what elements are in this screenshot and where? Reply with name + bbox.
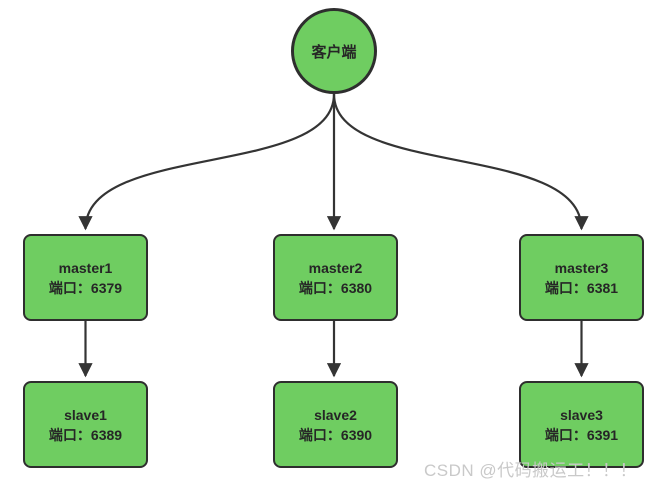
- master1-node-name: master1: [58, 259, 113, 276]
- slave3-node-name: slave3: [560, 406, 603, 423]
- edge-client-to-master3-arrow: [332, 93, 589, 231]
- master1-node-port: 端口：6379: [48, 279, 123, 296]
- client-node: 客户端: [291, 8, 377, 94]
- master3-node-port: 端口：6381: [544, 279, 619, 296]
- slave1-node-port: 端口：6389: [48, 426, 123, 443]
- master2-node: master2 端口：6380: [273, 234, 398, 321]
- watermark: CSDN @代码搬运工！！！: [424, 461, 638, 480]
- edge-client-to-master1-arrow: [78, 93, 336, 231]
- slave2-node-name: slave2: [314, 406, 357, 423]
- master3-node: master3 端口：6381: [519, 234, 644, 321]
- slave3-node: slave3 端口：6391: [519, 381, 644, 468]
- master3-node-name: master3: [554, 259, 609, 276]
- slave1-node-name: slave1: [64, 406, 107, 423]
- slave2-node-port: 端口：6390: [298, 426, 373, 443]
- slave1-node: slave1 端口：6389: [23, 381, 148, 468]
- slave2-node: slave2 端口：6390: [273, 381, 398, 468]
- master1-node: master1 端口：6379: [23, 234, 148, 321]
- slave3-node-port: 端口：6391: [544, 426, 619, 443]
- master2-node-port: 端口：6380: [298, 279, 373, 296]
- master2-node-name: master2: [308, 259, 363, 276]
- client-node-label: 客户端: [311, 43, 357, 61]
